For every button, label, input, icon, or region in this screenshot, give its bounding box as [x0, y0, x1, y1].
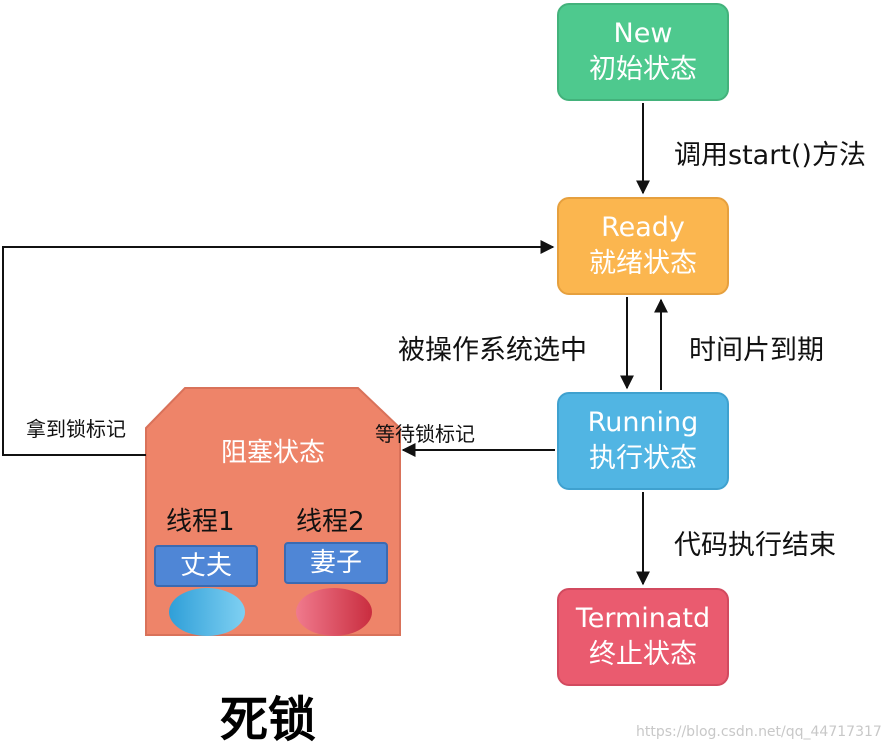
watermark: https://blog.csdn.net/qq_44717317 — [636, 724, 882, 740]
thread1-lock-ellipse — [169, 588, 245, 636]
label-time-slice-expired: 时间片到期 — [689, 335, 824, 366]
deadlock-title: 死锁 — [220, 692, 317, 748]
thread2-lock-ellipse — [296, 588, 372, 636]
state-terminated-zh: 终止状态 — [589, 639, 697, 670]
thread1-name-box: 丈夫 — [154, 545, 258, 587]
state-new: New 初始状态 — [557, 3, 729, 101]
thread2-label: 线程2 — [296, 507, 365, 537]
state-ready-zh: 就绪状态 — [589, 248, 697, 279]
thread1-label: 线程1 — [166, 507, 235, 537]
state-terminated-en: Terminatd — [575, 603, 711, 634]
state-new-en: New — [613, 18, 673, 49]
state-running-en: Running — [587, 407, 699, 438]
label-selected-by-os: 被操作系统选中 — [398, 335, 587, 366]
blocked-state-title: 阻塞状态 — [220, 438, 325, 468]
label-wait-lock: 等待锁标记 — [375, 422, 475, 446]
state-running: Running 执行状态 — [557, 392, 729, 490]
state-ready-en: Ready — [601, 212, 685, 243]
label-code-finished: 代码执行结束 — [674, 530, 836, 561]
state-terminated: Terminatd 终止状态 — [557, 588, 729, 686]
label-call-start: 调用start()方法 — [674, 140, 866, 171]
thread2-name-box: 妻子 — [284, 542, 388, 584]
label-got-lock: 拿到锁标记 — [26, 417, 126, 441]
state-ready: Ready 就绪状态 — [557, 197, 729, 295]
state-running-zh: 执行状态 — [589, 443, 697, 474]
state-new-zh: 初始状态 — [589, 54, 697, 85]
arrow-blocked-to-ready — [2, 240, 555, 456]
